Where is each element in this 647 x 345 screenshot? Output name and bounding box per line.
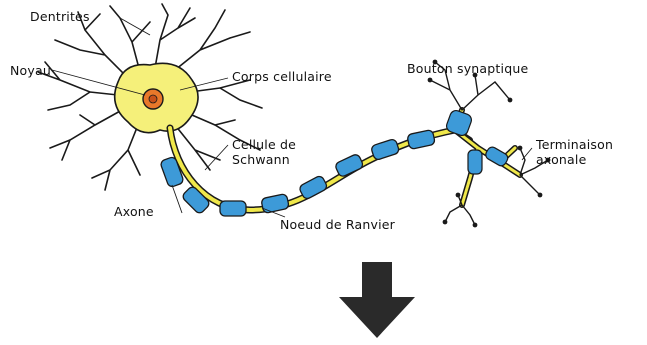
label-axone: Axone bbox=[114, 204, 154, 219]
label-cellule-de-schwann: Cellule de Schwann bbox=[232, 137, 296, 167]
label-noeud-de-ranvier: Noeud de Ranvier bbox=[280, 217, 395, 232]
label-corps-cellulaire: Corps cellulaire bbox=[232, 69, 332, 84]
label-dendrites: Dentrites bbox=[30, 9, 90, 24]
label-noyau: Noyau bbox=[10, 63, 51, 78]
axon-terminals bbox=[428, 60, 551, 228]
label-bouton-synaptique: Bouton synaptique bbox=[407, 61, 528, 76]
arrow-down-icon bbox=[339, 262, 415, 338]
label-terminaison-axonale: Terminaison axonale bbox=[536, 137, 613, 167]
